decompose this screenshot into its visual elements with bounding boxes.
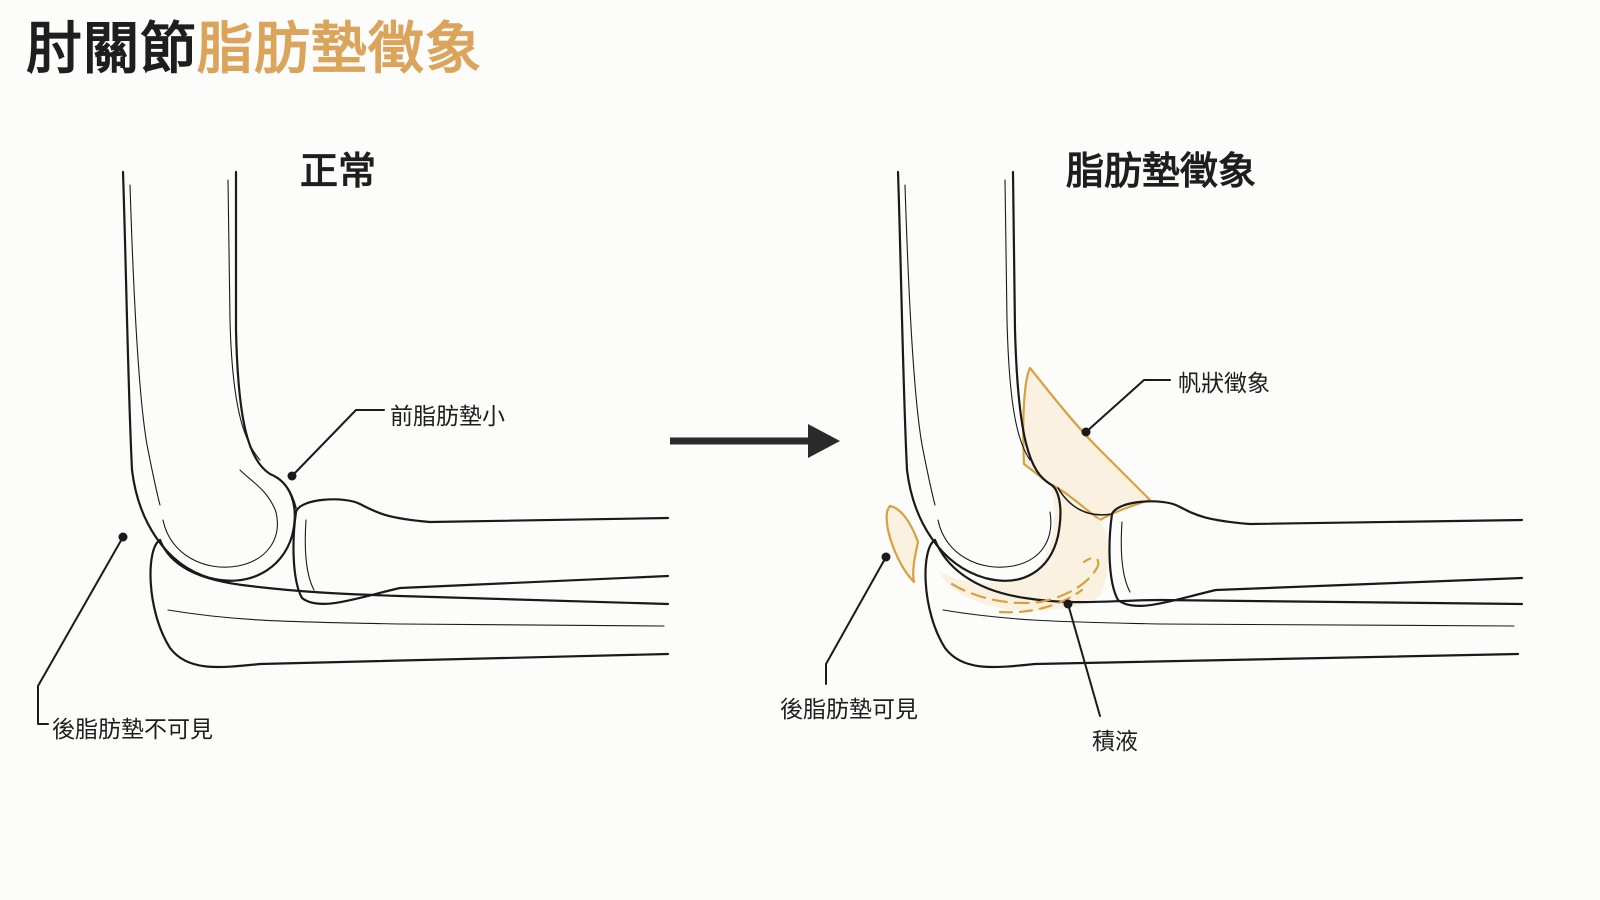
effusion-dashed-outline: [950, 556, 1100, 605]
normal-humerus: [121, 170, 296, 582]
sail-sign-anterior-fat-pad: [1022, 366, 1152, 522]
normal-elbow-illustration: [37, 170, 670, 725]
label-posterior-fat-pad-visible: 後脂肪墊可見: [780, 697, 918, 723]
normal-ulna-upper: [158, 538, 670, 606]
sign-humerus: [896, 170, 1062, 582]
sign-radius-head: [1110, 500, 1524, 526]
sail-sign-leader: [1085, 379, 1171, 433]
label-sail-sign: 帆狀徵象: [1178, 371, 1270, 397]
label-effusion: 積液: [1092, 729, 1138, 755]
normal-radius-head: [294, 498, 670, 524]
posterior-fat-pad-leader: [37, 536, 124, 725]
normal-humerus-inner-contour: [129, 184, 161, 506]
sign-radius-lower: [1108, 512, 1524, 607]
normal-ulna: [149, 538, 670, 669]
page-title-main: 肘關節: [26, 17, 197, 82]
posterior-fat-pad-visible: [885, 504, 920, 584]
fat-pad-sign-elbow-illustration: [825, 170, 1524, 717]
page-title: 肘關節脂肪墊徵象: [26, 17, 482, 82]
panel-title-fat-pad-sign: 脂肪墊徵象: [1066, 149, 1257, 193]
sign-ulna-upper: [933, 538, 1524, 606]
normal-humerus-trochlea-contour: [162, 469, 278, 568]
label-posterior-fat-pad-not-visible: 後脂肪墊不可見: [52, 717, 213, 743]
effusion-leader: [1067, 603, 1101, 717]
anterior-fat-pad-leader: [291, 409, 385, 477]
joint-effusion: [938, 484, 1109, 611]
normal-radius-lower: [292, 510, 670, 605]
sign-ulna: [924, 538, 1520, 669]
page-title-accent: 脂肪墊徵象: [197, 17, 482, 82]
label-anterior-fat-pad-small: 前脂肪墊小: [390, 404, 505, 430]
right-arrow-icon: [670, 424, 840, 458]
panel-title-normal: 正常: [300, 149, 377, 193]
posterior-fat-pad-visible-leader: [825, 556, 887, 685]
